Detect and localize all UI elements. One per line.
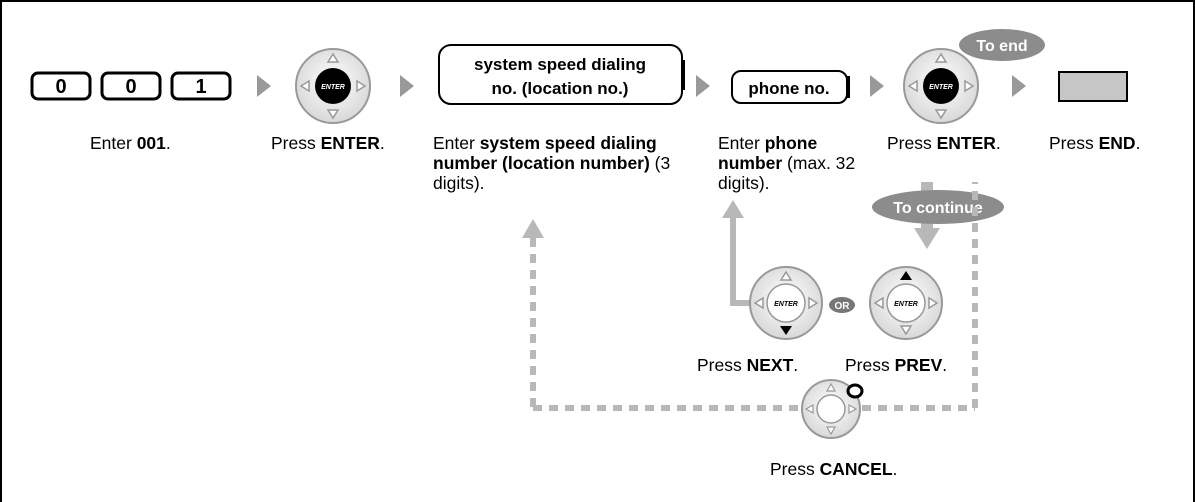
- svg-text:OR: OR: [835, 301, 851, 312]
- cancel-key-icon: [801, 379, 864, 439]
- svg-text:ENTER: ENTER: [321, 84, 345, 91]
- navigator-next-key-icon: ENTER: [749, 266, 823, 340]
- navigator-enter-key-icon: ENTER: [295, 48, 371, 124]
- caption-press-prev: Press PREV.: [845, 355, 948, 375]
- navigator-enter-key-icon: ENTER: [903, 48, 979, 124]
- arrow-right-icon: [870, 75, 884, 97]
- caption-press-next: Press NEXT.: [697, 355, 799, 375]
- caption-speed-dial: Enter system speed dialing number (locat…: [433, 133, 671, 193]
- or-badge: OR: [829, 297, 855, 313]
- svg-text:0: 0: [55, 76, 66, 98]
- key-1: 1: [170, 71, 232, 101]
- arrow-right-icon: [400, 75, 414, 97]
- svg-text:1: 1: [195, 76, 206, 98]
- svg-text:0: 0: [125, 76, 136, 98]
- svg-text:To end: To end: [976, 38, 1027, 55]
- caption-press-enter-1: Press ENTER.: [271, 133, 385, 153]
- svg-text:To continue: To continue: [893, 200, 983, 217]
- key-0-second: 0: [100, 71, 162, 101]
- caption-phone: Enter phone number (max. 32 digits).: [718, 133, 856, 193]
- phone-number-input-box: phone no.: [731, 70, 850, 104]
- svg-text:phone no.: phone no.: [748, 79, 829, 98]
- caption-press-cancel: Press CANCEL.: [770, 459, 898, 479]
- speed-dial-input-box: system speed dialing no. (location no.): [438, 44, 685, 105]
- dial-keys-001: 0 0 1: [30, 71, 232, 101]
- svg-text:ENTER: ENTER: [774, 301, 798, 308]
- cancel-loop-arrow: [522, 182, 978, 411]
- caption-enter-001: Enter 001.: [90, 133, 171, 153]
- end-key-icon: [1058, 71, 1128, 102]
- to-end-badge: To end: [959, 29, 1045, 61]
- arrow-right-icon: [696, 75, 710, 97]
- navigator-prev-key-icon: ENTER: [869, 266, 943, 340]
- arrow-right-icon: [1012, 75, 1026, 97]
- to-continue-badge: To continue: [872, 190, 1004, 224]
- svg-text:system speed dialing: system speed dialing: [474, 55, 646, 74]
- caption-press-enter-2: Press ENTER.: [887, 133, 1001, 153]
- key-0-first: 0: [30, 71, 92, 101]
- svg-text:ENTER: ENTER: [929, 84, 953, 91]
- arrow-right-icon: [257, 75, 271, 97]
- svg-text:ENTER: ENTER: [894, 301, 918, 308]
- caption-press-end: Press END.: [1049, 133, 1141, 153]
- svg-text:no. (location no.): no. (location no.): [492, 79, 629, 98]
